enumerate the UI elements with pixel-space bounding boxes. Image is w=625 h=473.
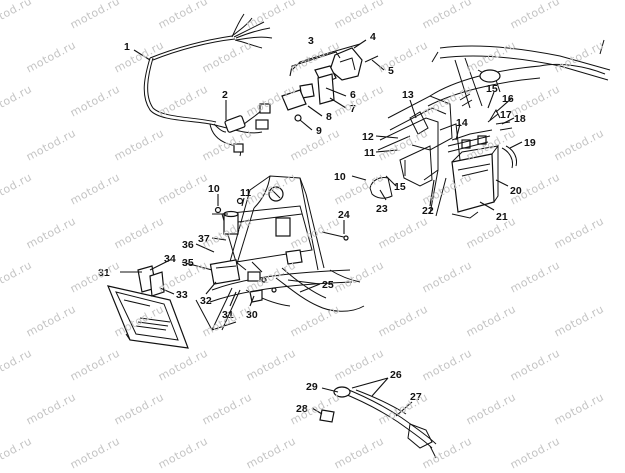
callout-15-top: 15: [486, 83, 498, 95]
callout-30: 30: [246, 309, 258, 321]
callout-13: 13: [402, 89, 414, 101]
callout-10-left: 10: [208, 183, 220, 195]
callout-21: 21: [496, 211, 508, 223]
callout-23: 23: [376, 203, 388, 215]
callout-15-bottom: 15: [394, 181, 406, 193]
callout-5: 5: [388, 65, 394, 77]
callout-20: 20: [510, 185, 522, 197]
lower-cable-assembly: [319, 386, 437, 459]
callout-35: 35: [182, 257, 194, 269]
callout-3: 3: [308, 35, 314, 47]
callout-14: 14: [456, 117, 468, 129]
callout-10-right: 10: [334, 171, 346, 183]
callout-31-left: 31: [98, 267, 110, 279]
callout-labels: 1 2 3 4 5 6 7 8 9 10 10 11 11 12 13 14 1…: [98, 31, 536, 415]
callout-25: 25: [322, 279, 334, 291]
frame-mid: [369, 93, 473, 217]
callout-27: 27: [410, 391, 422, 403]
callout-8: 8: [326, 111, 332, 123]
callout-32: 32: [200, 295, 212, 307]
callout-12: 12: [362, 131, 374, 143]
callout-34: 34: [164, 253, 176, 265]
callout-22: 22: [422, 205, 434, 217]
front-panel-bracket: [212, 175, 349, 281]
callout-24: 24: [338, 209, 350, 221]
callout-29: 29: [306, 381, 318, 393]
callout-36: 36: [182, 239, 194, 251]
callout-28: 28: [296, 403, 308, 415]
callout-16: 16: [502, 93, 514, 105]
battery-assembly: [447, 108, 517, 219]
frame-lower: [195, 259, 365, 331]
callout-11-left: 11: [240, 187, 251, 199]
callout-9: 9: [316, 125, 322, 137]
light-assembly: [281, 43, 379, 122]
callout-17: 17: [500, 109, 512, 121]
callout-2: 2: [222, 89, 228, 101]
callout-19: 19: [524, 137, 536, 149]
frame-upper: [427, 39, 611, 109]
callout-7: 7: [350, 103, 356, 115]
callout-4: 4: [370, 31, 376, 43]
callout-26: 26: [390, 369, 402, 381]
callout-18: 18: [514, 113, 526, 125]
callout-11-right: 11: [364, 147, 375, 159]
front-grille: [107, 265, 189, 349]
callout-31-bottom: 31: [222, 309, 234, 321]
callout-33: 33: [176, 289, 188, 301]
leader-lines: [120, 39, 523, 417]
callout-37: 37: [198, 233, 210, 245]
wiring-harness: [143, 13, 273, 157]
callout-1: 1: [124, 41, 130, 53]
callout-6: 6: [350, 89, 356, 101]
